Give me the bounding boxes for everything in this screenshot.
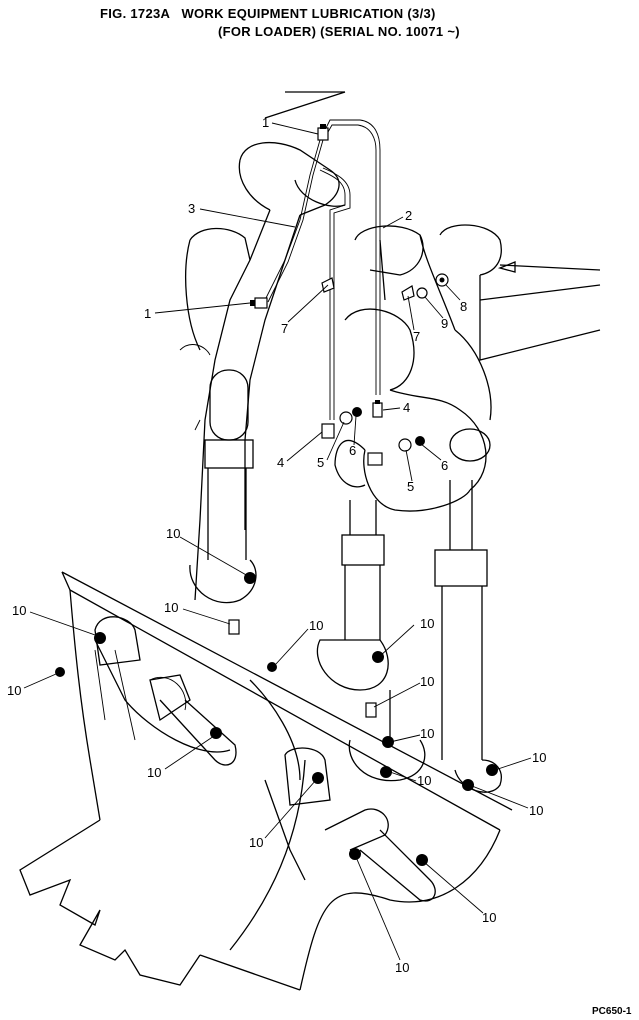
- stick-outline: [294, 179, 601, 512]
- fitting-1-left: [250, 297, 268, 309]
- fitting-7-right: [401, 285, 415, 301]
- callout-10-h: 10: [420, 674, 434, 689]
- callout-labels: 1 1 2 3 4 4 5 5 6 6 7 7 8 9 10 10 10 10 …: [7, 115, 546, 975]
- fitting-10-a: [244, 572, 256, 584]
- callout-10-b: 10: [164, 600, 178, 615]
- callout-4-left: 4: [277, 455, 284, 470]
- callout-1-left: 1: [144, 306, 151, 321]
- fitting-10-g: [372, 651, 384, 663]
- callout-10-i: 10: [420, 726, 434, 741]
- fitting-4-right: [372, 400, 383, 418]
- fitting-10-j: [380, 766, 392, 778]
- fitting-10-e: [267, 662, 277, 672]
- callout-10-m: 10: [249, 835, 263, 850]
- fitting-10-l: [462, 779, 474, 791]
- callout-7-right: 7: [413, 329, 420, 344]
- fitting-9: [416, 287, 428, 299]
- callout-5-left: 5: [317, 455, 324, 470]
- callout-10-n: 10: [395, 960, 409, 975]
- callout-10-d: 10: [7, 683, 21, 698]
- figure-subtitle: (FOR LOADER) (SERIAL NO. 10071 ~): [218, 24, 460, 39]
- callout-10-f: 10: [147, 765, 161, 780]
- callout-1-top: 1: [262, 115, 269, 130]
- fitting-6-left: [339, 407, 362, 425]
- callout-5-right: 5: [407, 479, 414, 494]
- leader-lines: [23, 122, 532, 961]
- fitting-10-n: [349, 848, 361, 860]
- boom-cylinder-left: [189, 369, 257, 604]
- bucket-outline: [19, 571, 513, 991]
- callout-10-c: 10: [12, 603, 26, 618]
- fitting-5-left: [367, 452, 383, 466]
- callout-10-e: 10: [309, 618, 323, 633]
- fitting-10-b: [228, 619, 240, 635]
- callout-9: 9: [441, 316, 448, 331]
- callout-10-k: 10: [532, 750, 546, 765]
- callout-10-j: 10: [417, 773, 431, 788]
- callout-6-right: 6: [441, 458, 448, 473]
- callout-4-right: 4: [403, 400, 410, 415]
- callout-7-left: 7: [281, 321, 288, 336]
- callout-3: 3: [188, 201, 195, 216]
- lube-piping: [264, 119, 381, 420]
- fitting-10-f: [210, 727, 222, 739]
- bucket-links: [94, 616, 436, 902]
- callout-8: 8: [460, 299, 467, 314]
- fitting-10-k: [486, 764, 498, 776]
- callout-10-l: 10: [529, 803, 543, 818]
- fitting-10-h: [365, 702, 377, 718]
- figure-title: FIG. 1723A WORK EQUIPMENT LUBRICATION (3…: [100, 6, 436, 21]
- callout-10-o: 10: [482, 910, 496, 925]
- fitting-10-c: [94, 632, 106, 644]
- fitting-8: [435, 273, 449, 287]
- callout-6-left: 6: [349, 443, 356, 458]
- callout-2: 2: [405, 208, 412, 223]
- grease-fittings: [55, 124, 498, 866]
- callout-10-a: 10: [166, 526, 180, 541]
- fitting-10-i: [382, 736, 394, 748]
- bucket-cylinders-right: [316, 480, 502, 793]
- figure-code: PC650-1: [592, 1006, 632, 1017]
- boom-outline: [179, 91, 346, 601]
- fitting-4-left: [321, 423, 335, 439]
- fitting-6-right: [398, 436, 425, 452]
- fitting-10-d: [55, 667, 65, 677]
- callout-10-g: 10: [420, 616, 434, 631]
